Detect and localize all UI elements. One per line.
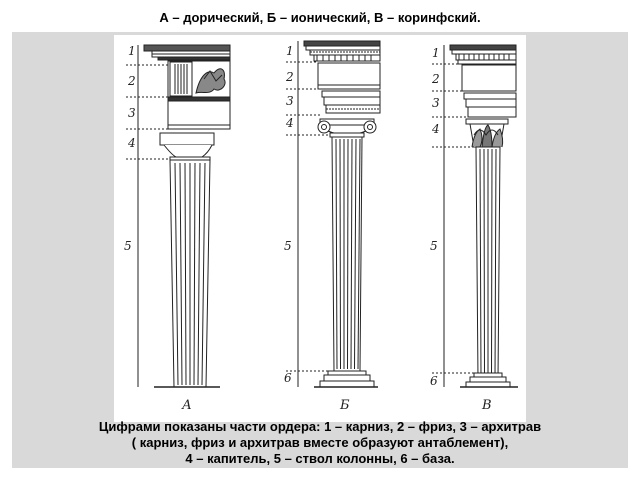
ionic-order-drawing <box>286 40 381 388</box>
part-number: 3 <box>432 96 440 110</box>
part-number: 4 <box>285 116 294 130</box>
part-number: 1 <box>128 44 136 58</box>
orders-illustration: 1 2 3 4 5 А 1 2 3 4 5 6 Б 1 2 3 4 5 6 В <box>114 35 526 422</box>
part-number: 4 <box>431 122 440 136</box>
doric-order-drawing <box>126 44 231 388</box>
caption: Цифрами показаны части ордера: 1 – карни… <box>12 419 628 467</box>
part-number: 3 <box>128 106 136 120</box>
caption-line: Цифрами показаны части ордера: 1 – карни… <box>98 419 542 434</box>
part-number: 5 <box>124 239 132 253</box>
corinthian-order-drawing <box>432 44 518 388</box>
part-number: 1 <box>432 46 440 60</box>
part-number: 5 <box>430 239 438 253</box>
column-letter-v: В <box>481 398 492 413</box>
part-number: 6 <box>284 371 292 385</box>
part-number: 4 <box>127 136 136 150</box>
column-letter-b: Б <box>339 398 350 413</box>
part-number: 2 <box>431 72 440 86</box>
part-number: 3 <box>286 94 294 108</box>
caption-line: ( карниз, фриз и архитрав вместе образую… <box>131 435 509 450</box>
part-number: 2 <box>127 74 136 88</box>
part-number: 5 <box>284 239 292 253</box>
part-number: 2 <box>285 70 294 84</box>
part-number: 6 <box>430 374 438 388</box>
part-number: 1 <box>286 44 294 58</box>
page-title: А – дорический, Б – ионический, В – кори… <box>159 10 481 25</box>
caption-line: 4 – капитель, 5 – ствол колонны, 6 – баз… <box>185 451 455 466</box>
column-letter-a: А <box>181 398 192 413</box>
